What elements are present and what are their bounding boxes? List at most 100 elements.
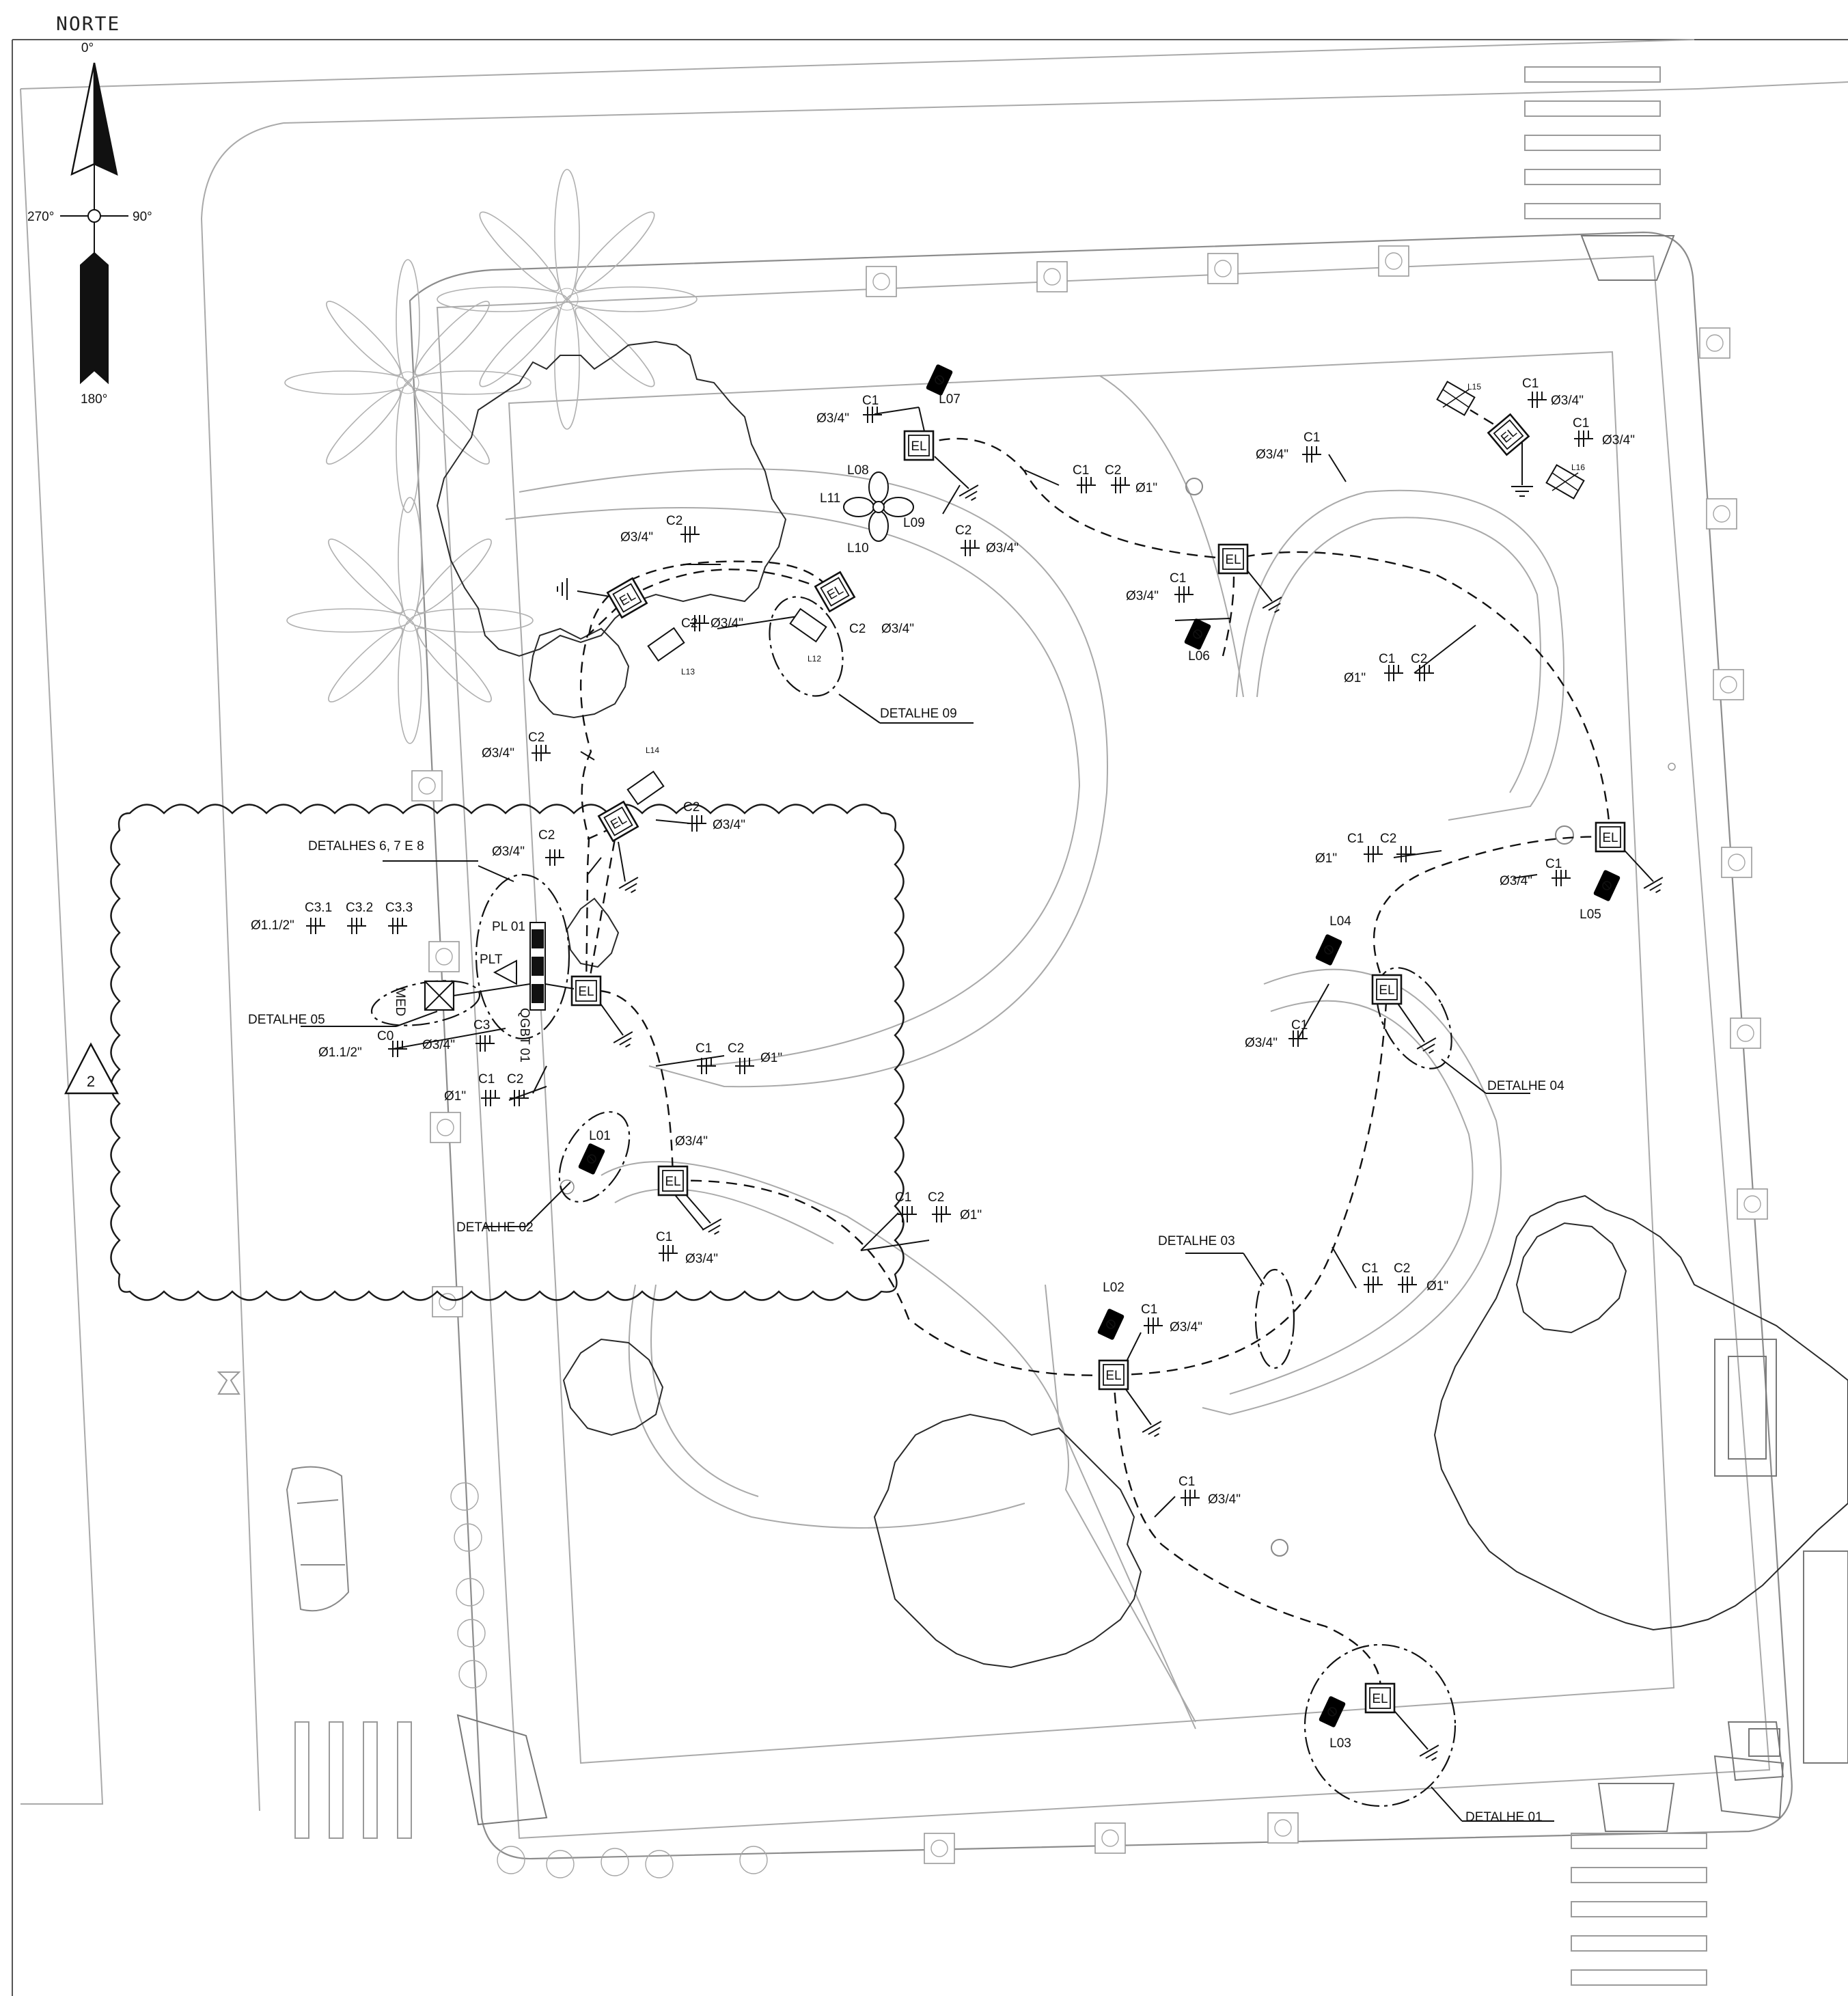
pole-marker: EL	[1364, 1682, 1396, 1714]
svg-text:L14: L14	[646, 746, 659, 755]
circuit-label: C2	[528, 730, 544, 745]
circuit-label: C1	[1073, 463, 1089, 478]
panel-qgbt-label: QGBT 01	[517, 1008, 532, 1063]
detail-labels: DETALHE 09 DETALHES 6, 7 E 8 DETALHE 05 …	[248, 707, 1564, 1824]
circuit-label: C1	[895, 1190, 911, 1205]
pole-marker: EL	[1487, 413, 1530, 456]
circuit-label: C3.2	[346, 901, 373, 915]
svg-text:EL: EL	[1105, 1369, 1121, 1383]
circuit-label: C1	[695, 1041, 712, 1056]
pole-marker: EL	[1595, 821, 1626, 853]
luminaire-L16: L16	[1545, 463, 1585, 500]
detail-05-label: DETALHE 05	[248, 1013, 325, 1027]
svg-text:L05: L05	[1580, 907, 1601, 922]
panel-plt-label: PLT	[480, 953, 503, 967]
circuit-label: C1	[478, 1072, 495, 1086]
svg-text:L12: L12	[808, 654, 821, 664]
conduit-label: Ø3/4"	[620, 530, 653, 545]
svg-text:EL: EL	[1602, 831, 1618, 845]
svg-text:EL: EL	[1225, 553, 1241, 567]
circuit-label: C1	[1573, 416, 1589, 430]
luminaire-L09: L09	[903, 516, 925, 530]
conduit-label: Ø3/4"	[1500, 874, 1532, 888]
circuit-label: C1	[1304, 430, 1320, 445]
pole-markers: EL EL EL EL EL EL EL EL EL EL	[570, 413, 1626, 1714]
conduit-label: Ø3/4"	[422, 1038, 455, 1052]
drawing-title: NORTE	[56, 12, 120, 35]
circuit-label: C1	[1362, 1261, 1378, 1276]
conduit-label: Ø3/4"	[1551, 394, 1584, 408]
circuit-label: C2	[538, 828, 555, 843]
svg-text:EL: EL	[1379, 983, 1394, 998]
svg-text:EL: EL	[911, 439, 926, 454]
conduit-label: Ø3/4"	[713, 818, 745, 832]
circuit-label: C2	[849, 622, 866, 636]
circuit-label: C2	[928, 1190, 944, 1205]
revision-number: 2	[87, 1073, 95, 1090]
luminaire-L11: L11	[820, 491, 840, 506]
circuit-label: C1	[1291, 1018, 1308, 1033]
compass-west-label: 270°	[27, 210, 54, 224]
luminaire-L15: L15	[1436, 381, 1481, 416]
circuit-label: C1	[656, 1230, 672, 1244]
circuit-label: C1	[1347, 832, 1364, 846]
luminaires: L01 L02 L03 L04 L05 L06 L07 L08 L09	[577, 363, 1622, 1751]
circuit-label: C2	[507, 1072, 523, 1086]
detail-callouts	[370, 596, 1457, 1807]
conduit-label: Ø3/4"	[1170, 1320, 1202, 1335]
circuit-label: C2	[1411, 652, 1427, 666]
svg-text:EL: EL	[578, 985, 594, 999]
compass-south-label: 180°	[81, 392, 107, 407]
luminaire-L10: L10	[847, 541, 869, 556]
compass-east-label: 90°	[133, 210, 152, 224]
svg-text:L06: L06	[1188, 649, 1210, 664]
conduit-runs	[579, 409, 1612, 1699]
conduit-label: Ø3/4"	[685, 1252, 718, 1266]
detail-09-label: DETALHE 09	[880, 707, 957, 721]
svg-text:L01: L01	[589, 1129, 611, 1143]
panel-pl-label: PL 01	[492, 920, 525, 934]
panel-med-label: MED	[393, 987, 407, 1016]
conduit-label: Ø3/4"	[881, 622, 914, 636]
luminaire-L01: L01	[577, 1129, 611, 1176]
conduit-label: Ø3/4"	[1126, 589, 1159, 603]
conduit-label: Ø3/4"	[492, 845, 525, 859]
svg-text:L03: L03	[1329, 1736, 1351, 1751]
svg-text:EL: EL	[1372, 1692, 1388, 1706]
conduit-label: Ø3/4"	[482, 746, 514, 761]
conduit-label: Ø3/4"	[1245, 1036, 1278, 1050]
pole-marker: EL	[903, 430, 935, 461]
detail-02-label: DETALHE 02	[456, 1220, 534, 1235]
detail-03-label: DETALHE 03	[1158, 1234, 1235, 1248]
circuit-label: C1	[1141, 1302, 1157, 1317]
conduit-label: Ø1"	[960, 1208, 982, 1222]
circuit-label: C2	[728, 1041, 744, 1056]
svg-text:L16: L16	[1571, 463, 1585, 472]
luminaire-L05: L05	[1580, 869, 1622, 922]
conduit-label: Ø1.1/2"	[251, 918, 294, 933]
circuit-label: C1	[1170, 571, 1186, 586]
luminaire-L13: L13	[647, 627, 695, 676]
revision-marker: 2	[64, 1042, 120, 1095]
north-arrow: NORTE 0° 270° 90° 180°	[27, 12, 152, 407]
circuit-label: C3.3	[385, 901, 413, 915]
luminaire-L06: L06	[1183, 617, 1213, 664]
luminaire-L12: L12	[789, 607, 827, 664]
svg-text:L07: L07	[939, 392, 961, 407]
conduit-label: Ø1"	[1135, 481, 1157, 495]
tree-canopies	[436, 340, 1848, 1669]
electrical-panels: PL 01 PLT QGBT 01 MED	[393, 920, 575, 1063]
compass-north-label: 0°	[81, 41, 94, 55]
pole-marker: EL	[597, 800, 639, 843]
conduit-label: Ø3/4"	[711, 616, 743, 631]
conduit-label: Ø1"	[444, 1089, 466, 1104]
circuit-label: C2	[1105, 463, 1121, 478]
circuit-label: C1	[1379, 652, 1395, 666]
conduit-label: Ø3/4"	[1208, 1492, 1241, 1507]
conduit-label: Ø3/4"	[816, 411, 849, 426]
conduit-label: Ø1"	[1344, 671, 1366, 685]
conduit-label: Ø3/4"	[1602, 433, 1635, 448]
conduit-label: Ø1"	[1426, 1279, 1448, 1294]
detail-01-label: DETALHE 01	[1465, 1810, 1543, 1824]
